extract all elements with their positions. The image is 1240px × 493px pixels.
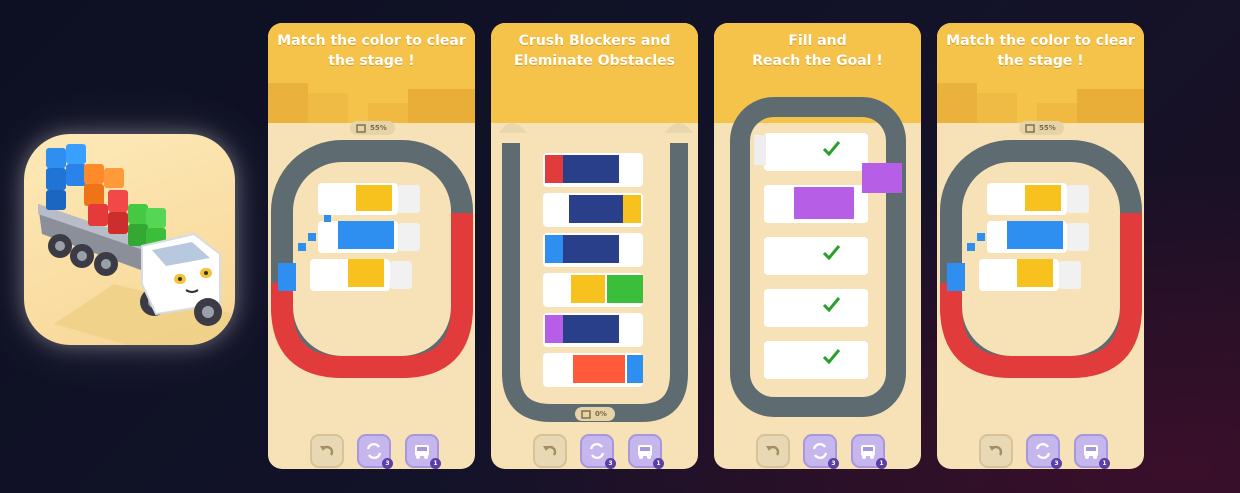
box-icon xyxy=(356,124,366,133)
title-line-2: the stage ! xyxy=(997,53,1084,69)
truck-powerup-button[interactable]: 1 xyxy=(405,434,441,469)
screenshot-4: Match the color to clear the stage ! 55%… xyxy=(937,23,1144,469)
shuffle-icon xyxy=(366,442,382,460)
screenshot-3: Fill and Reach the Goal ! 3 1 xyxy=(714,23,921,469)
progress-badge: 55% xyxy=(350,121,395,135)
game-board xyxy=(499,123,693,422)
undo-icon xyxy=(320,445,334,456)
banner-blocks-decoration xyxy=(268,83,475,123)
truck-icon xyxy=(415,445,429,459)
progress-badge: 55% xyxy=(1019,121,1064,135)
progress-value: 0% xyxy=(595,410,607,418)
box-icon xyxy=(1025,124,1035,133)
screenshot-2: Crush Blockers and Eleminate Obstacles 0… xyxy=(491,23,698,469)
screenshot-banner: Match the color to clear the stage ! xyxy=(268,23,475,123)
truck-icon xyxy=(638,445,652,459)
truck-icon xyxy=(1084,445,1098,459)
truck-count: 1 xyxy=(876,458,887,469)
screenshot-1: Match the color to clear the stage ! 55%… xyxy=(268,23,475,469)
shuffle-icon xyxy=(1035,442,1051,460)
undo-icon xyxy=(543,445,557,456)
truck-powerup-button[interactable]: 1 xyxy=(851,434,887,469)
truck-powerup-button[interactable]: 1 xyxy=(1074,434,1110,469)
truck-app-icon xyxy=(38,144,235,345)
undo-icon xyxy=(989,445,1003,456)
game-board xyxy=(271,140,473,378)
truck-powerup-button[interactable]: 1 xyxy=(628,434,664,469)
title-line-1: Match the color to clear xyxy=(946,33,1135,49)
undo-button[interactable] xyxy=(310,434,344,468)
shuffle-count: 3 xyxy=(828,458,839,469)
title-line-1: Crush Blockers and xyxy=(518,33,671,49)
app-icon xyxy=(24,134,235,345)
shuffle-count: 3 xyxy=(382,458,393,469)
truck-count: 1 xyxy=(430,458,441,469)
shuffle-button[interactable]: 3 xyxy=(1026,434,1062,469)
shuffle-icon xyxy=(589,442,605,460)
undo-icon xyxy=(766,445,780,456)
title-line-2: Eleminate Obstacles xyxy=(513,53,676,69)
truck-icon xyxy=(861,445,875,459)
game-board xyxy=(940,140,1142,378)
undo-button[interactable] xyxy=(533,434,567,468)
truck-count: 1 xyxy=(653,458,664,469)
banner-blocks-decoration xyxy=(937,83,1144,123)
screenshot-banner: Match the color to clear the stage ! xyxy=(937,23,1144,123)
shuffle-icon xyxy=(812,442,828,460)
shuffle-button[interactable]: 3 xyxy=(580,434,616,469)
progress-value: 55% xyxy=(370,124,387,132)
title-line-1: Match the color to clear xyxy=(277,33,466,49)
shuffle-button[interactable]: 3 xyxy=(357,434,393,469)
undo-button[interactable] xyxy=(756,434,790,468)
shuffle-count: 3 xyxy=(1051,458,1062,469)
shuffle-count: 3 xyxy=(605,458,616,469)
title-line-2: Reach the Goal ! xyxy=(752,53,883,69)
undo-button[interactable] xyxy=(979,434,1013,468)
progress-badge: 0% xyxy=(575,407,615,421)
game-board xyxy=(730,97,906,417)
truck xyxy=(318,183,420,215)
screenshot-banner: Crush Blockers and Eleminate Obstacles xyxy=(491,23,698,123)
progress-value: 55% xyxy=(1039,124,1056,132)
truck-count: 1 xyxy=(1099,458,1110,469)
title-line-2: the stage ! xyxy=(328,53,415,69)
shuffle-button[interactable]: 3 xyxy=(803,434,839,469)
title-line-1: Fill and xyxy=(788,33,847,49)
box-icon xyxy=(581,410,591,419)
